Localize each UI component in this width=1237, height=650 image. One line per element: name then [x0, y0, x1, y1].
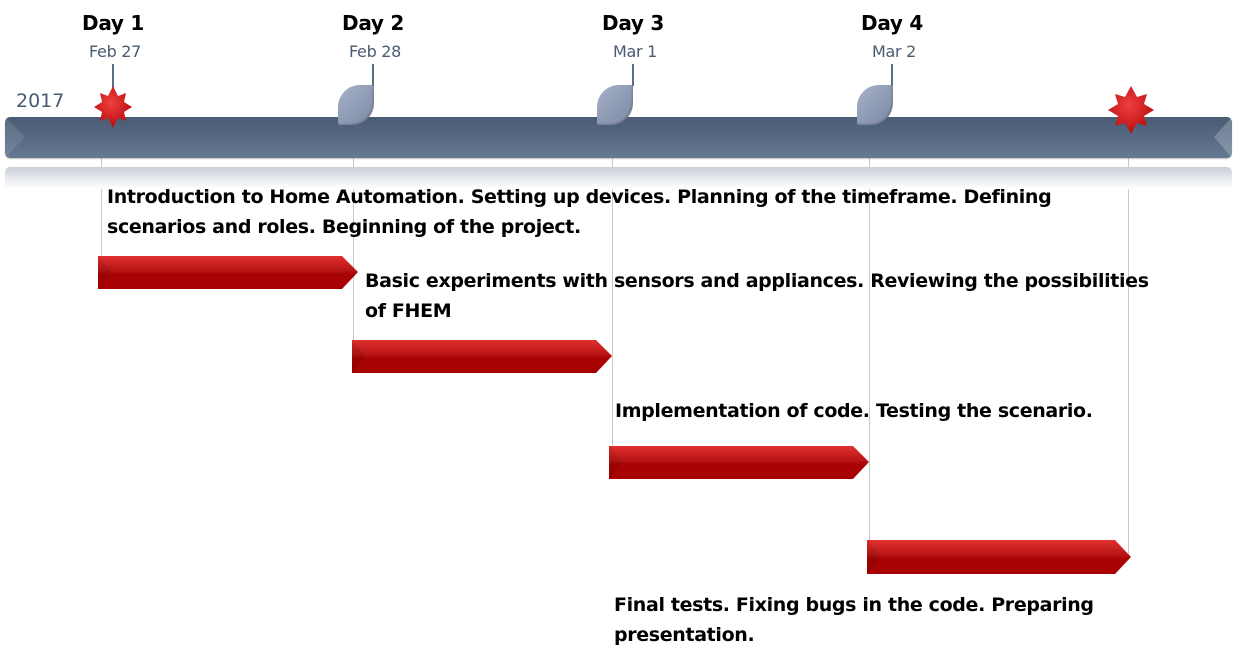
- connector-line-day1: [101, 158, 102, 288]
- milestone-date-label: Mar 1: [613, 42, 657, 61]
- milestone-day-label: Day 4: [861, 11, 923, 35]
- milestone-day-label: Day 1: [82, 11, 144, 35]
- timeline-bar: [5, 117, 1232, 158]
- milestone-date-label: Feb 27: [89, 42, 141, 61]
- task-description: Basic experiments with sensors and appli…: [365, 270, 1149, 322]
- milestone-stem: [891, 64, 893, 86]
- milestone-stem: [112, 64, 114, 88]
- task-bar: [867, 540, 1131, 574]
- milestone-stem: [372, 64, 374, 86]
- milestone-day-label: Day 2: [342, 11, 404, 35]
- task-bar: [352, 340, 612, 373]
- task-description: Final tests. Fixing bugs in the code. Pr…: [614, 594, 1094, 646]
- milestone-stem: [632, 64, 634, 86]
- milestone-day-label: Day 3: [602, 11, 664, 35]
- year-label: 2017: [16, 90, 65, 112]
- timeline-reflection: [5, 167, 1232, 189]
- connector-line-day2: [353, 158, 354, 373]
- milestone-date-label: Mar 2: [872, 42, 916, 61]
- connector-line-end: [1128, 158, 1129, 558]
- task-description: Implementation of code. Testing the scen…: [615, 400, 1093, 422]
- task-bar: [609, 446, 869, 479]
- task-bar: [98, 256, 358, 289]
- task-description: Introduction to Home Automation. Setting…: [107, 186, 1052, 238]
- connector-line-day4: [869, 158, 870, 572]
- timeline-bar-right-cap: [1214, 117, 1232, 158]
- end-star-icon: [1108, 86, 1154, 134]
- timeline-bar-left-cap: [5, 117, 25, 158]
- connector-line-day3: [612, 158, 613, 478]
- star-icon: [94, 86, 132, 128]
- milestone-date-label: Feb 28: [349, 42, 401, 61]
